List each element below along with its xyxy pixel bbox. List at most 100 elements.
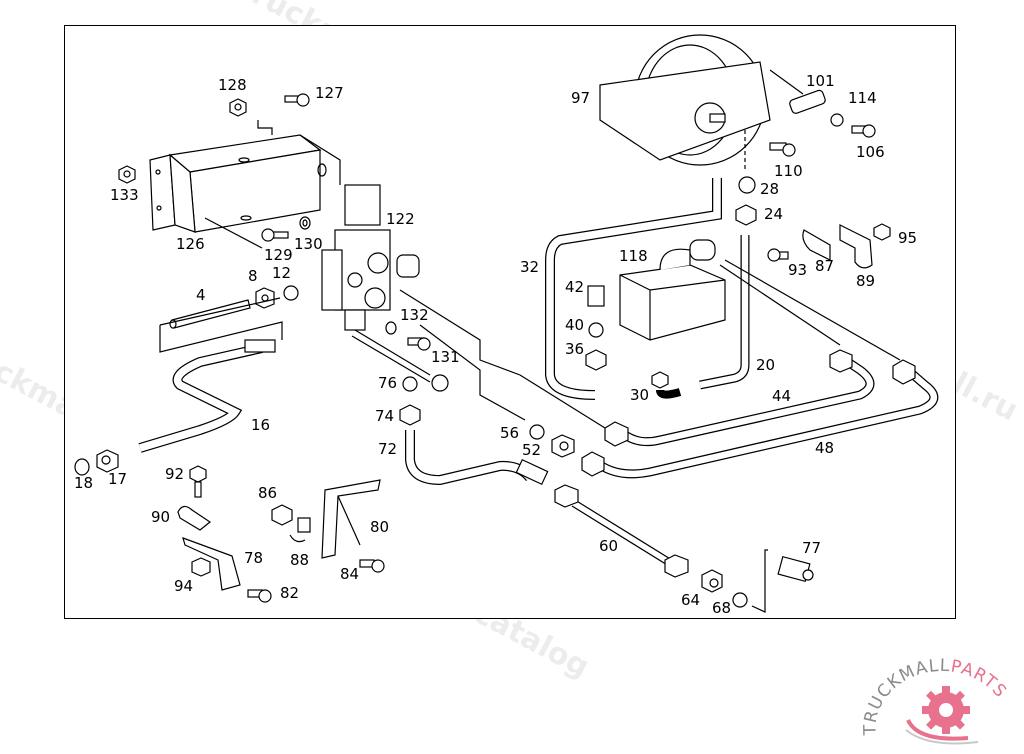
bolt-92 [189,465,207,498]
part-label-94: 94 [174,577,194,595]
elbow-30 [651,371,682,399]
part-label-78: 78 [244,549,264,567]
washer-130 [299,216,311,230]
gear-icon [905,686,979,745]
nut-8 [255,287,275,309]
part-label-106: 106 [856,143,885,161]
part-label-93: 93 [788,261,808,279]
bolt-127 [284,93,310,107]
nut-133 [118,165,136,184]
nut-24 [735,204,757,226]
part-label-17: 17 [108,470,128,488]
part-label-128: 128 [218,76,247,94]
part-label-101: 101 [806,72,835,90]
plug-68 [732,592,748,608]
part-label-132: 132 [400,306,429,324]
part-label-97: 97 [571,89,591,107]
part-label-42: 42 [565,278,585,296]
pipe-48 [419,259,939,479]
part-label-77: 77 [802,539,822,557]
part-label-114: 114 [848,89,877,107]
fitting-42 [587,285,605,307]
cap-76 [402,376,418,392]
part-label-133: 133 [110,186,139,204]
clamp-89 [839,224,873,269]
bolt-82 [247,589,272,603]
part-label-118: 118 [619,247,648,265]
clamp-87 [802,229,831,261]
part-label-68: 68 [712,599,732,617]
nut-128 [229,98,247,117]
nut-94 [191,557,211,577]
nut-95 [873,223,891,241]
part-label-80: 80 [370,518,390,536]
logo-graphic: TRUCKMALLPARTS [860,656,1010,745]
part-label-64: 64 [681,591,701,609]
part-label-127: 127 [315,84,344,102]
part-label-8: 8 [248,267,258,285]
part-label-44: 44 [772,387,792,405]
part-label-56: 56 [500,424,520,442]
fitting-77 [751,549,814,613]
nut-64 [701,569,723,593]
part-label-36: 36 [565,340,585,358]
nut-74 [399,404,421,426]
clamp-88 [289,517,311,543]
part-label-4: 4 [196,286,206,304]
winch-97 [599,34,771,170]
part-label-82: 82 [280,584,300,602]
diagram-frame [64,25,956,619]
part-label-48: 48 [815,439,835,457]
bolt-110 [769,142,796,157]
clamp-90 [177,505,212,531]
part-label-129: 129 [264,246,293,264]
truckmallparts-logo: TRUCKMALLPARTS [858,650,1024,750]
bolt-93 [767,248,789,262]
cap-40 [588,322,604,338]
part-label-18: 18 [74,474,94,492]
part-label-88: 88 [290,551,310,569]
lever-131 [351,321,449,392]
bolt-106 [851,124,876,138]
control-valve-122 [321,184,420,331]
pipe-60 [554,484,689,578]
part-label-32: 32 [520,258,540,276]
part-label-131: 131 [431,348,460,366]
part-label-76: 76 [378,374,398,392]
plug-18 [74,458,90,476]
part-label-74: 74 [375,407,395,425]
part-label-40: 40 [565,316,585,334]
valve-block-118 [619,239,726,341]
bolt-129 [261,228,289,242]
bracket-126 [149,120,341,233]
pipe-44 [399,264,875,447]
part-label-130: 130 [294,235,323,253]
plug-12 [283,285,299,301]
nut-86 [271,504,293,526]
cap-28 [738,176,756,194]
nut-36 [585,349,607,371]
nut-17 [96,449,119,473]
nut-52 [551,434,575,458]
part-label-95: 95 [898,229,918,247]
plate-101 [769,69,826,114]
hose-16 [138,339,276,453]
part-label-110: 110 [774,162,803,180]
pipe-32 [545,178,722,400]
part-label-90: 90 [151,508,171,526]
part-label-89: 89 [856,272,876,290]
bracket-78 [182,537,241,591]
part-label-126: 126 [176,235,205,253]
bolt-84 [359,559,385,573]
bracket-80 [321,479,381,559]
part-label-20: 20 [756,356,776,374]
part-label-24: 24 [764,205,784,223]
part-label-84: 84 [340,565,360,583]
part-label-122: 122 [386,210,415,228]
part-label-92: 92 [165,465,185,483]
washer-114 [830,113,844,127]
rod-4 [159,297,283,353]
part-label-87: 87 [815,257,835,275]
plug-56 [529,424,545,440]
